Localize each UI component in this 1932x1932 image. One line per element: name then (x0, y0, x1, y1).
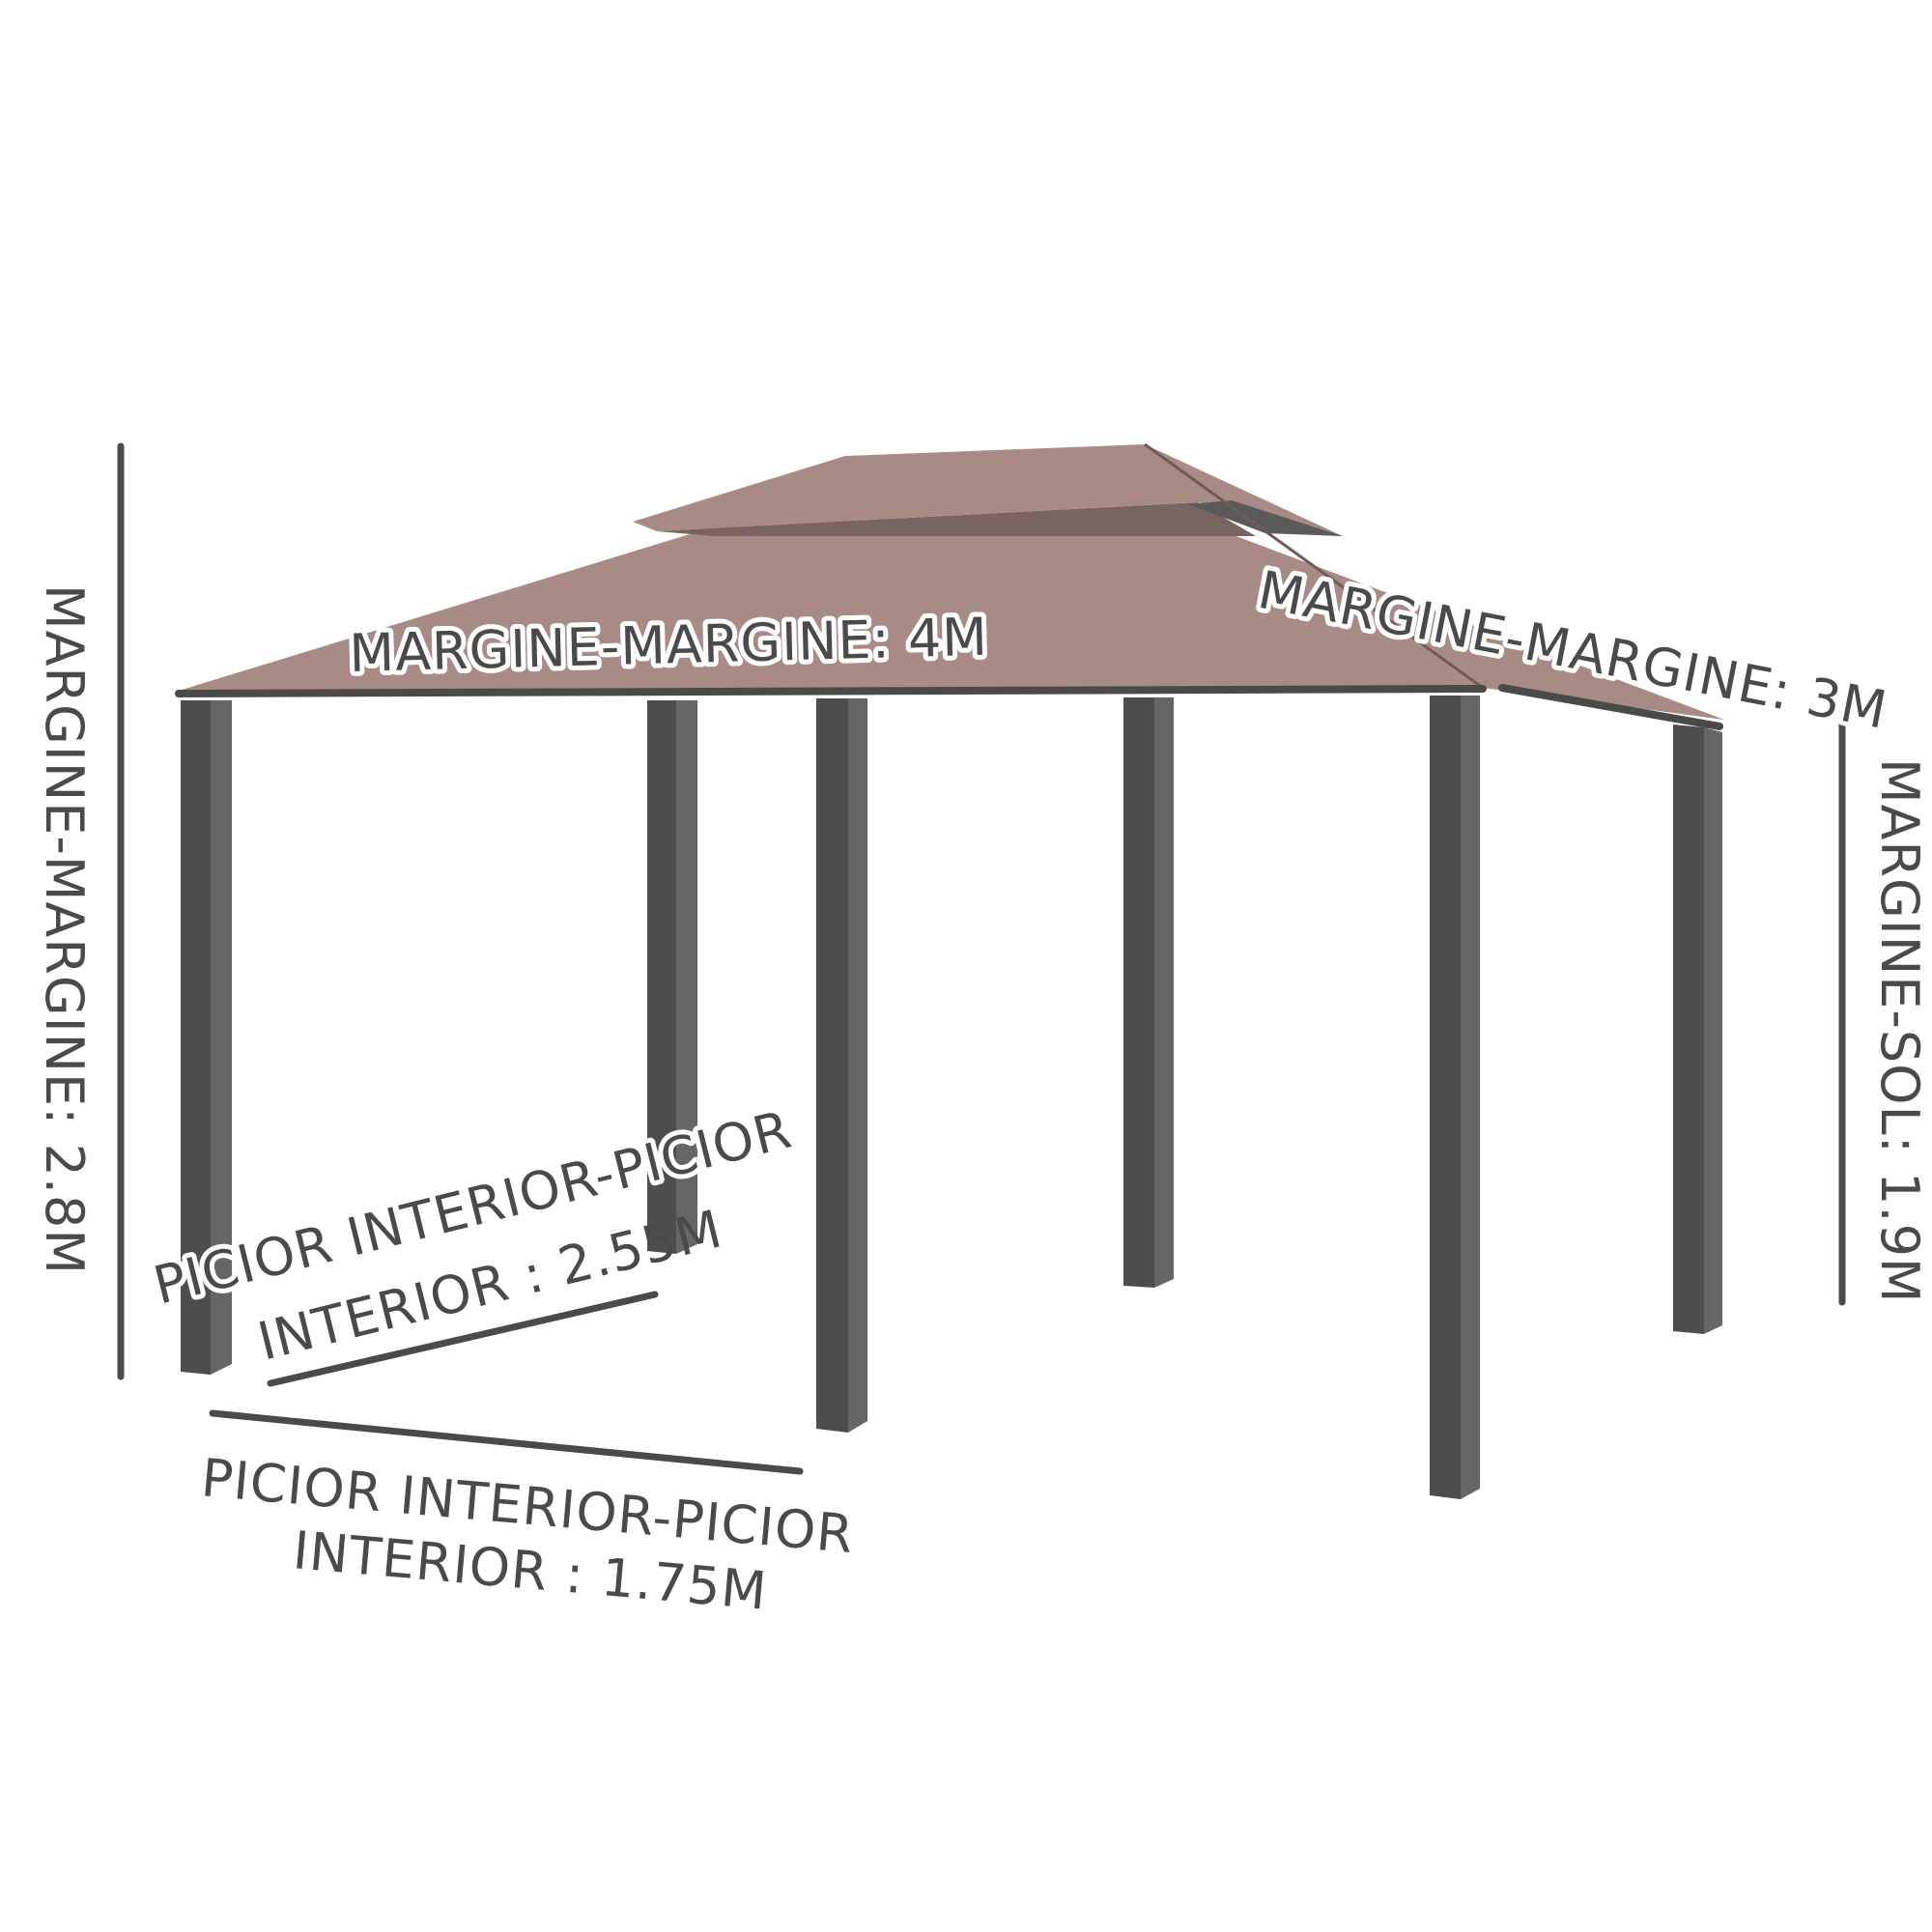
post-back-left (647, 700, 697, 1254)
post-front-middle (816, 698, 867, 1433)
gazebo-posts (181, 696, 1722, 1499)
lower-roof (179, 507, 1724, 720)
post-side-right (1673, 724, 1722, 1334)
side-eave (1498, 684, 1723, 730)
dimension-line-inner-leg (267, 1291, 659, 1387)
front-eave (175, 685, 1487, 697)
post-front-left (181, 700, 232, 1375)
label-total-height: MARGINE-MARGINE: 2.8M (34, 584, 95, 1275)
dimension-line-front-leg (209, 1409, 804, 1475)
upper-roof (633, 444, 1343, 536)
roof-ridge-line (1144, 442, 1484, 690)
dimension-lines (117, 442, 1846, 1475)
post-back-right (1123, 697, 1174, 1288)
label-eave-height: MARGINE-SOL: 1.9M (1869, 758, 1930, 1304)
roof-shadow-band (657, 502, 1256, 536)
post-front-right (1430, 696, 1480, 1499)
gazebo-canopy (175, 442, 1724, 730)
roof-vent (1188, 500, 1343, 536)
